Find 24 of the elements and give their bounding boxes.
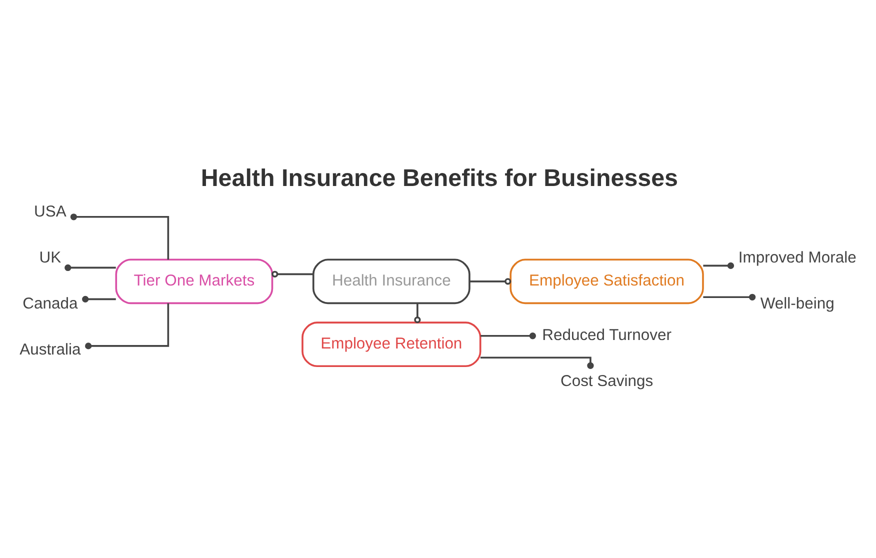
node-text: Well-being xyxy=(760,296,834,313)
node-text: Reduced Turnover xyxy=(542,326,672,344)
node-box: Tier One Markets xyxy=(115,258,274,304)
node-text: Cost Savings xyxy=(560,372,654,390)
diagram-title: Health Insurance Benefits for Businesses xyxy=(200,164,678,192)
node-box: Health Insurance xyxy=(312,258,470,304)
connector xyxy=(85,303,170,350)
connector xyxy=(480,356,594,369)
connector xyxy=(82,296,116,302)
connector xyxy=(703,294,756,300)
node-text: Canada xyxy=(22,296,78,313)
connector xyxy=(64,264,116,272)
node-box: Employee Satisfaction xyxy=(510,258,704,304)
connector xyxy=(414,303,421,324)
node-text: USA xyxy=(34,204,66,221)
connector xyxy=(70,214,170,260)
connector xyxy=(272,270,313,278)
node-text: UK xyxy=(39,250,62,267)
node-box: Employee Retention xyxy=(302,322,482,368)
connector xyxy=(469,278,512,285)
node-text: Improved Morale xyxy=(738,250,856,267)
connector xyxy=(480,332,536,340)
node-text: Australia xyxy=(20,342,81,359)
connector xyxy=(703,262,734,270)
